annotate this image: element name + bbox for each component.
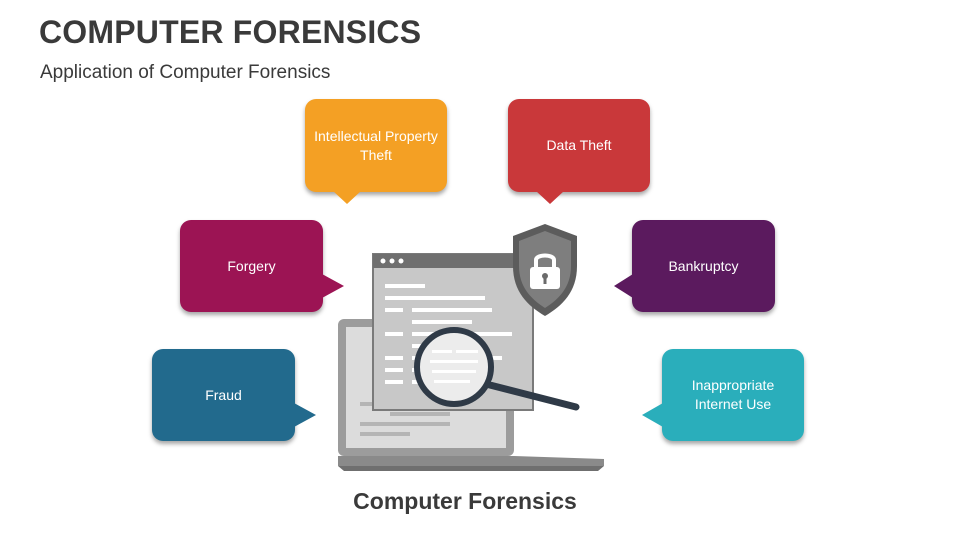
bubble-tail bbox=[642, 403, 663, 427]
page-subtitle: Application of Computer Forensics bbox=[40, 62, 331, 83]
bubble-label: Inappropriate Internet Use bbox=[691, 377, 775, 412]
center-label: Computer Forensics bbox=[353, 488, 577, 514]
bubble-inappropriate-internet-use: Inappropriate Internet Use bbox=[642, 349, 804, 441]
bubble-label: Fraud bbox=[205, 386, 242, 403]
page-title: COMPUTER FORENSICS bbox=[39, 14, 422, 50]
computer-forensics-illustration bbox=[338, 224, 604, 471]
bubble-tail bbox=[333, 191, 361, 204]
bubble-label: Forgery bbox=[227, 257, 276, 274]
bubble-intellectual-property-theft: Intellectual Property Theft bbox=[305, 99, 447, 204]
bubble-tail bbox=[536, 191, 564, 204]
bubble-forgery: Forgery bbox=[180, 220, 344, 312]
bubble-fraud: Fraud bbox=[152, 349, 316, 441]
bubble-bankruptcy: Bankruptcy bbox=[614, 220, 775, 312]
bubble-tail bbox=[614, 274, 633, 298]
bubble-label: Intellectual Property Theft bbox=[314, 127, 438, 163]
bubble-label: Bankruptcy bbox=[668, 257, 739, 274]
bubble-tail bbox=[322, 274, 344, 298]
bubble-tail bbox=[294, 403, 316, 427]
magnifying-glass-icon bbox=[414, 327, 580, 411]
bubble-data-theft: Data Theft bbox=[508, 99, 650, 204]
shield-lock-icon bbox=[513, 224, 577, 316]
bubble-label: Data Theft bbox=[546, 137, 612, 153]
